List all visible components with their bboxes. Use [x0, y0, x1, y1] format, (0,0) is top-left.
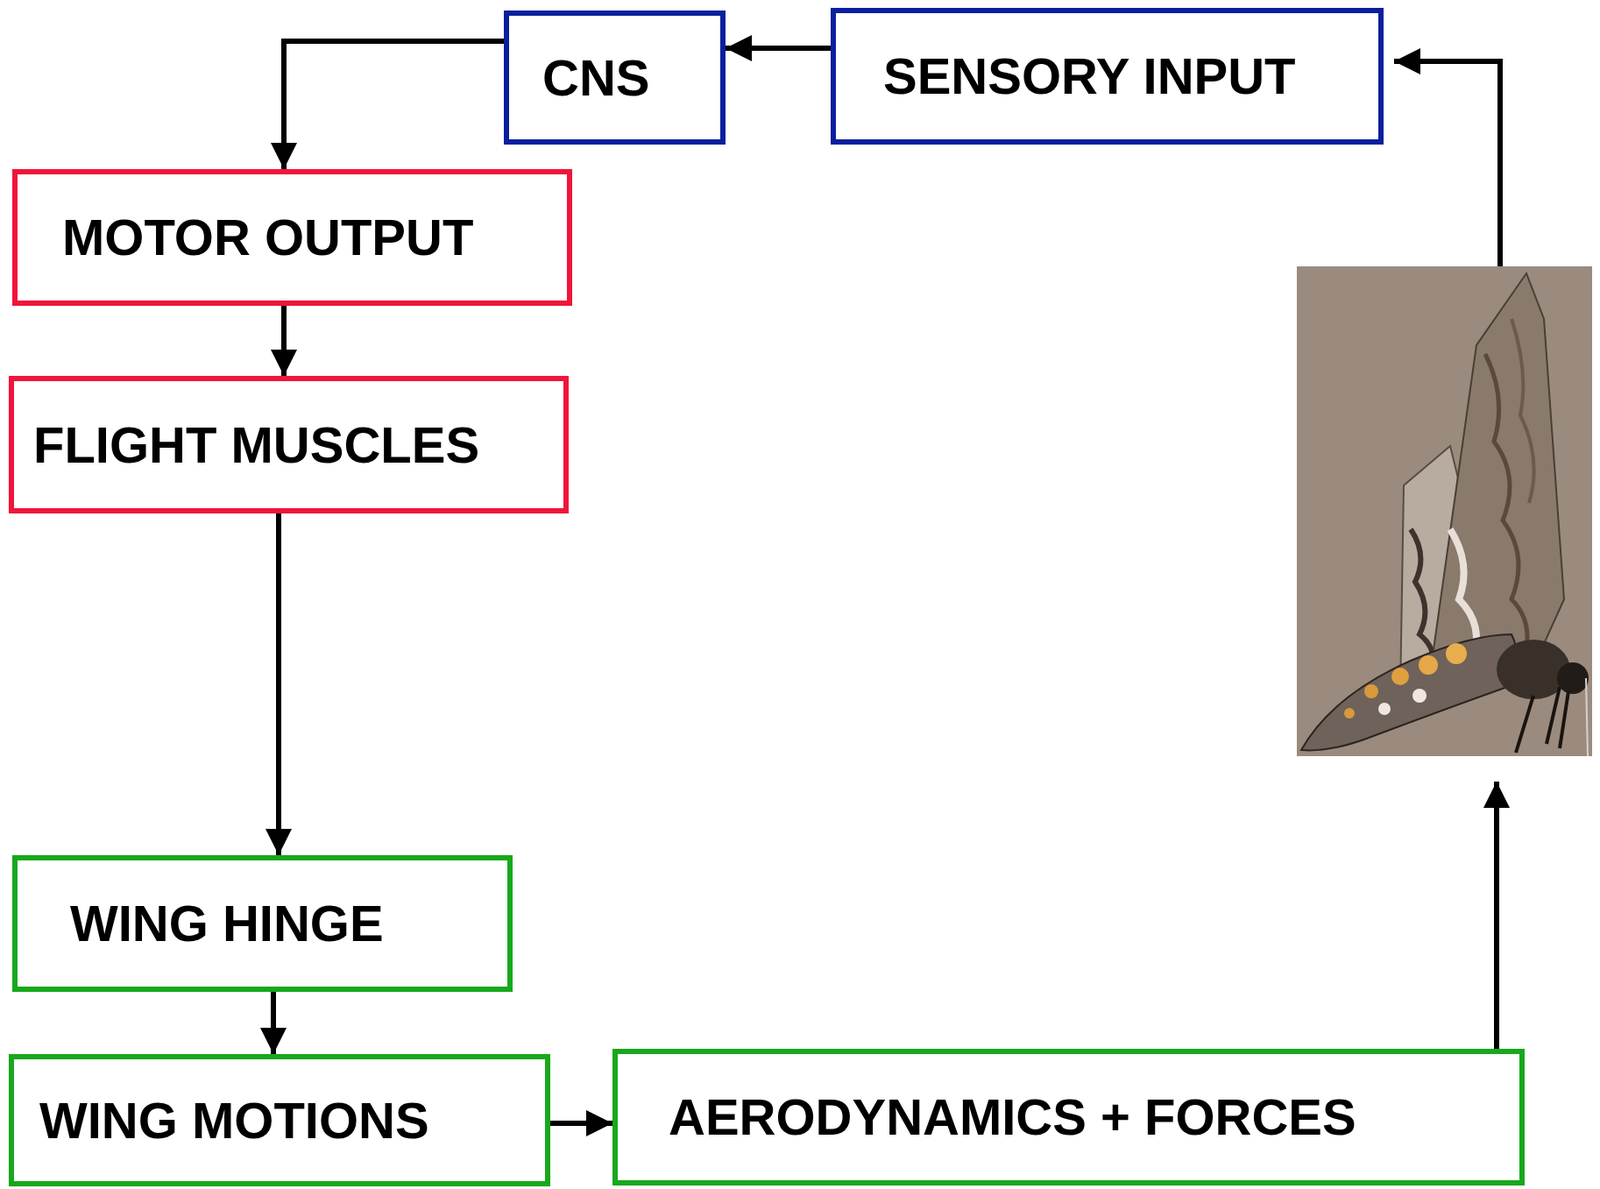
box-label: WING HINGE: [70, 898, 384, 949]
feedback-arrow: [1394, 61, 1501, 267]
process-box: AERODYNAMICS + FORCES: [612, 1048, 1525, 1186]
connector-arrow: [550, 1120, 613, 1126]
box-label: WING MOTIONS: [39, 1095, 430, 1147]
box-label: SENSORY INPUT: [883, 50, 1296, 102]
feedback-arrow: [1493, 781, 1500, 1049]
process-box: FLIGHT MUSCLES: [8, 375, 569, 514]
process-box: WING HINGE: [12, 855, 513, 992]
connector-arrow: [725, 45, 831, 51]
process-box: CNS: [503, 10, 726, 145]
process-box: WING MOTIONS: [8, 1054, 551, 1187]
box-label: CNS: [542, 52, 650, 104]
connector-arrow: [270, 991, 277, 1055]
box-label: FLIGHT MUSCLES: [33, 419, 480, 471]
connector-arrow: [281, 305, 287, 376]
box-label: MOTOR OUTPUT: [62, 212, 474, 263]
process-box: MOTOR OUTPUT: [12, 169, 573, 306]
box-label: AERODYNAMICS + FORCES: [668, 1091, 1357, 1143]
connector-arrow: [283, 41, 504, 170]
moth-photo: [1296, 266, 1593, 757]
process-box: SENSORY INPUT: [830, 7, 1384, 145]
connector-arrow: [276, 513, 282, 856]
